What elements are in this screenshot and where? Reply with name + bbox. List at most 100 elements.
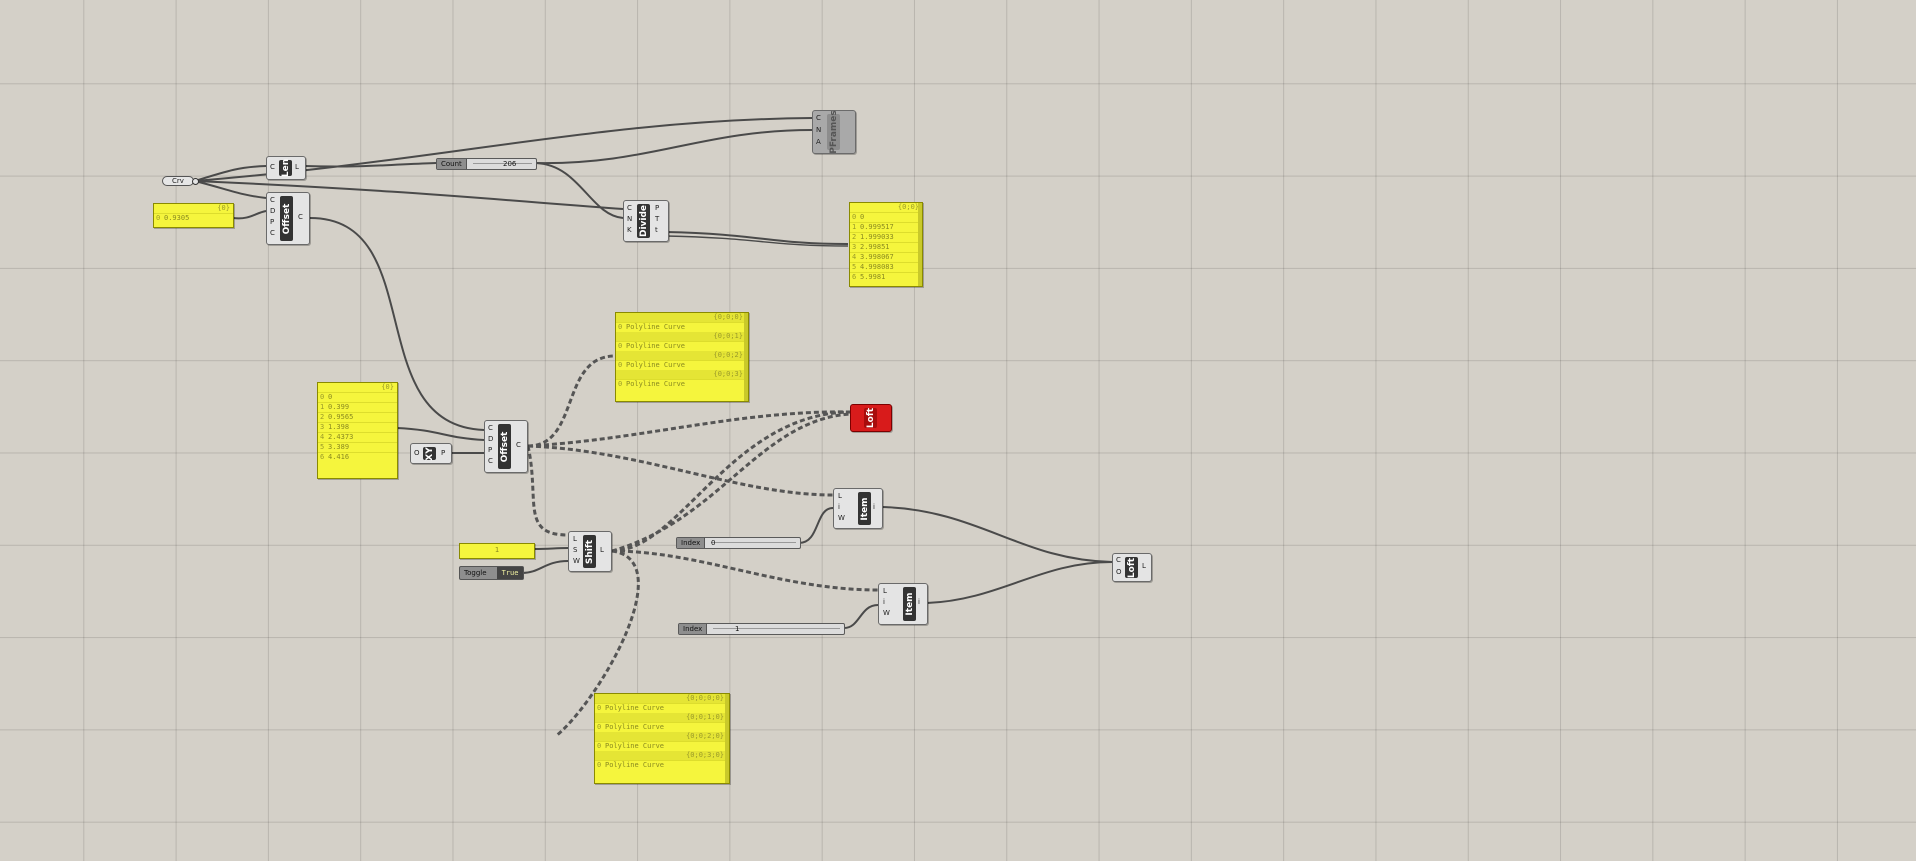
count-slider-value[interactable]: 206 (503, 160, 517, 168)
panel-scrollbar[interactable] (725, 694, 729, 783)
pframes-title-bar: PFrames (827, 110, 840, 154)
wire (798, 507, 834, 544)
row-index: 0 (597, 723, 602, 731)
offset-input-c2[interactable]: C (488, 457, 493, 465)
shift-component[interactable]: L S W Shift L (568, 531, 612, 572)
item-input-i[interactable]: i (883, 598, 885, 606)
item-output-i[interactable]: i (918, 598, 920, 606)
loft-component-error[interactable]: Loft (850, 404, 892, 432)
offset-input-d[interactable]: D (488, 435, 494, 443)
item-input-l[interactable]: L (838, 492, 842, 500)
row-index: 2 (320, 413, 325, 421)
len-component[interactable]: C Len L (266, 156, 306, 180)
curve-param-output-grip[interactable] (192, 178, 199, 185)
offset-input-c2[interactable]: C (270, 229, 275, 237)
shift-offset-panel[interactable]: 1 (459, 543, 535, 559)
offset-input-d[interactable]: D (270, 207, 276, 215)
index-slider-value[interactable]: 0 (711, 539, 716, 547)
len-output-l[interactable]: L (295, 163, 299, 171)
item-output-i[interactable]: i (873, 503, 875, 511)
shift-output-l[interactable]: L (600, 546, 604, 554)
row-value: Polyline Curve (605, 742, 665, 750)
divide-output-t2[interactable]: t (655, 226, 658, 234)
pframes-component[interactable]: C N A PFrames (812, 110, 856, 154)
item-input-i[interactable]: i (838, 503, 840, 511)
index-slider-2[interactable]: Index 1 (678, 623, 845, 635)
loft-component[interactable]: C O Loft L (1112, 553, 1152, 582)
panel-value: 1 (494, 546, 500, 554)
xy-plane-component[interactable]: O XY P (410, 443, 452, 464)
loft-output-l[interactable]: L (1142, 562, 1146, 570)
pframes-input-n[interactable]: N (816, 126, 822, 134)
divide-output-p[interactable]: P (655, 204, 660, 212)
offset-component-top[interactable]: C D P C Offset C (266, 192, 310, 245)
offset-output-c[interactable]: C (516, 441, 521, 449)
index-slider-label: Index (679, 624, 708, 634)
divide-input-k[interactable]: K (627, 226, 632, 234)
toggle-state[interactable]: True (497, 567, 523, 579)
index-slider-track[interactable] (713, 628, 840, 629)
row-value: 1.398 (328, 423, 350, 431)
divide-input-n[interactable]: N (627, 215, 633, 223)
pframes-input-a[interactable]: A (816, 138, 821, 146)
count-slider-track[interactable] (473, 163, 532, 164)
wire (232, 210, 267, 220)
divide-output-t[interactable]: T (655, 215, 660, 223)
wire (304, 162, 437, 168)
pframes-input-c[interactable]: C (816, 114, 821, 122)
offset-title-bar: Offset (498, 424, 511, 469)
panel-path-header: {0} (381, 383, 394, 391)
loft-input-o[interactable]: O (1116, 568, 1122, 576)
offset-component-bottom[interactable]: C D P C Offset C (484, 420, 528, 473)
row-index: 4 (852, 253, 857, 261)
offset-input-p[interactable]: P (488, 446, 493, 454)
wire (665, 231, 849, 245)
divide-input-c[interactable]: C (627, 204, 632, 212)
count-slider[interactable]: Count 206 (436, 158, 537, 170)
curve-param[interactable]: Crv (162, 176, 194, 186)
index-slider-value[interactable]: 1 (735, 625, 740, 633)
shift-input-w[interactable]: W (573, 557, 580, 565)
item-title-bar: Item (858, 492, 871, 525)
offset-output-c[interactable]: C (298, 213, 303, 221)
offset-input-c[interactable]: C (270, 196, 275, 204)
item-input-l[interactable]: L (883, 587, 887, 595)
loft-input-c[interactable]: C (1116, 556, 1121, 564)
row-index: 3 (852, 243, 857, 251)
shift-input-l[interactable]: L (573, 535, 577, 543)
offset-input-p[interactable]: P (270, 218, 275, 226)
divide-title-bar: Divide (637, 204, 650, 238)
row-value: 4.998083 (860, 263, 894, 271)
shift-input-s[interactable]: S (573, 546, 578, 554)
xy-input-o[interactable]: O (414, 449, 420, 457)
wrap-toggle[interactable]: Toggle True (459, 566, 524, 580)
wire (194, 180, 624, 210)
panel-scrollbar[interactable] (918, 203, 922, 286)
loft-title: Loft (865, 407, 876, 429)
item-input-w[interactable]: W (838, 514, 845, 522)
index-slider-1[interactable]: Index 0 (676, 537, 801, 549)
loft-title-bar: Loft (864, 408, 877, 428)
row-value: 0.9305 (164, 214, 190, 222)
xy-output-p[interactable]: P (441, 449, 446, 457)
offset-title: Offset (499, 431, 510, 462)
index-slider-track[interactable] (711, 542, 796, 543)
item-component-1[interactable]: L i W Item i (833, 488, 883, 529)
len-input-c[interactable]: C (270, 163, 275, 171)
item-component-2[interactable]: L i W Item i (878, 583, 928, 625)
panel-scrollbar[interactable] (744, 313, 748, 401)
offset-input-c[interactable]: C (488, 424, 493, 432)
row-value: 4.416 (328, 453, 350, 461)
item-input-w[interactable]: W (883, 609, 890, 617)
divide-component[interactable]: C N K Divide P T t (623, 200, 669, 242)
